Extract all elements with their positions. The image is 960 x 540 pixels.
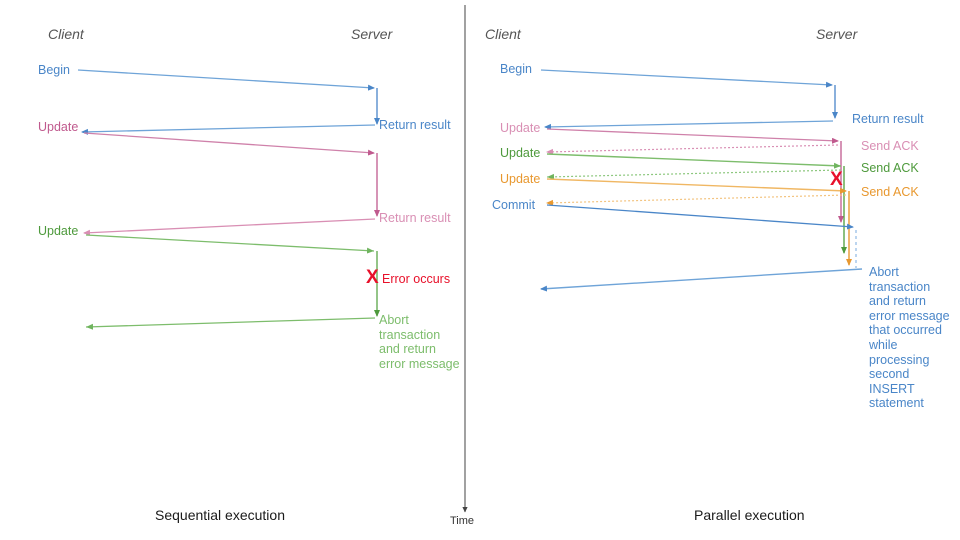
left-label-update-2: Update xyxy=(38,224,79,238)
arrow-update-orange-right xyxy=(546,178,847,194)
right-caption-parallel-execution: Parallel execution xyxy=(694,507,805,523)
right-label-update-3: Update xyxy=(500,172,541,186)
arrow-ack-pink-right xyxy=(546,144,839,155)
arrow-abort-green-left xyxy=(85,317,376,330)
arrow-begin-left xyxy=(77,69,375,91)
time-axis-label: Time xyxy=(450,515,475,527)
arrow-commit-right xyxy=(546,204,854,230)
left-label-update-1: Update xyxy=(38,120,79,134)
arrow-ack-orange-right xyxy=(546,194,847,206)
left-panel-arrows xyxy=(77,69,380,330)
right-label-update-1: Update xyxy=(500,121,541,135)
left-actor-client: Client xyxy=(48,26,84,42)
right-abort-message: Abort transaction and return error messa… xyxy=(869,265,950,411)
arrow-update-green-right xyxy=(546,153,842,169)
arrow-update-pink-left xyxy=(83,132,375,156)
right-actor-server: Server xyxy=(816,26,858,42)
arrow-return-result-blue-right xyxy=(544,120,834,130)
right-actor-client: Client xyxy=(485,26,521,42)
right-label-update-2: Update xyxy=(500,146,541,160)
right-panel-arrows xyxy=(540,69,863,292)
right-label-commit: Commit xyxy=(492,198,536,212)
arrow-ack-green-right xyxy=(546,169,842,180)
arrow-update-green-left xyxy=(85,234,375,254)
right-label-send-ack-3: Send ACK xyxy=(861,185,919,199)
left-label-return-result-1: Return result xyxy=(379,118,451,132)
right-label-return-result: Return result xyxy=(852,112,924,126)
left-label-error-occurs: Error occurs xyxy=(382,272,451,286)
arrow-update-pink-right xyxy=(546,128,839,144)
left-abort-message: Abort transaction and return error messa… xyxy=(379,313,460,371)
arrow-abort-blue-right xyxy=(540,268,863,292)
right-label-send-ack-2: Send ACK xyxy=(861,161,919,175)
left-actor-server: Server xyxy=(351,26,393,42)
right-label-begin: Begin xyxy=(500,62,532,76)
arrow-return-result-pink-left xyxy=(83,218,376,236)
left-caption-sequential-execution: Sequential execution xyxy=(155,507,285,523)
arrow-return-result-blue-left xyxy=(81,124,376,135)
left-label-begin: Begin xyxy=(38,63,70,77)
arrow-begin-right xyxy=(540,69,833,88)
right-label-send-ack-1: Send ACK xyxy=(861,139,919,153)
left-error-x-icon: X xyxy=(366,267,379,288)
left-label-return-result-2: Return result xyxy=(379,211,451,225)
right-error-x-icon: X xyxy=(830,169,843,190)
